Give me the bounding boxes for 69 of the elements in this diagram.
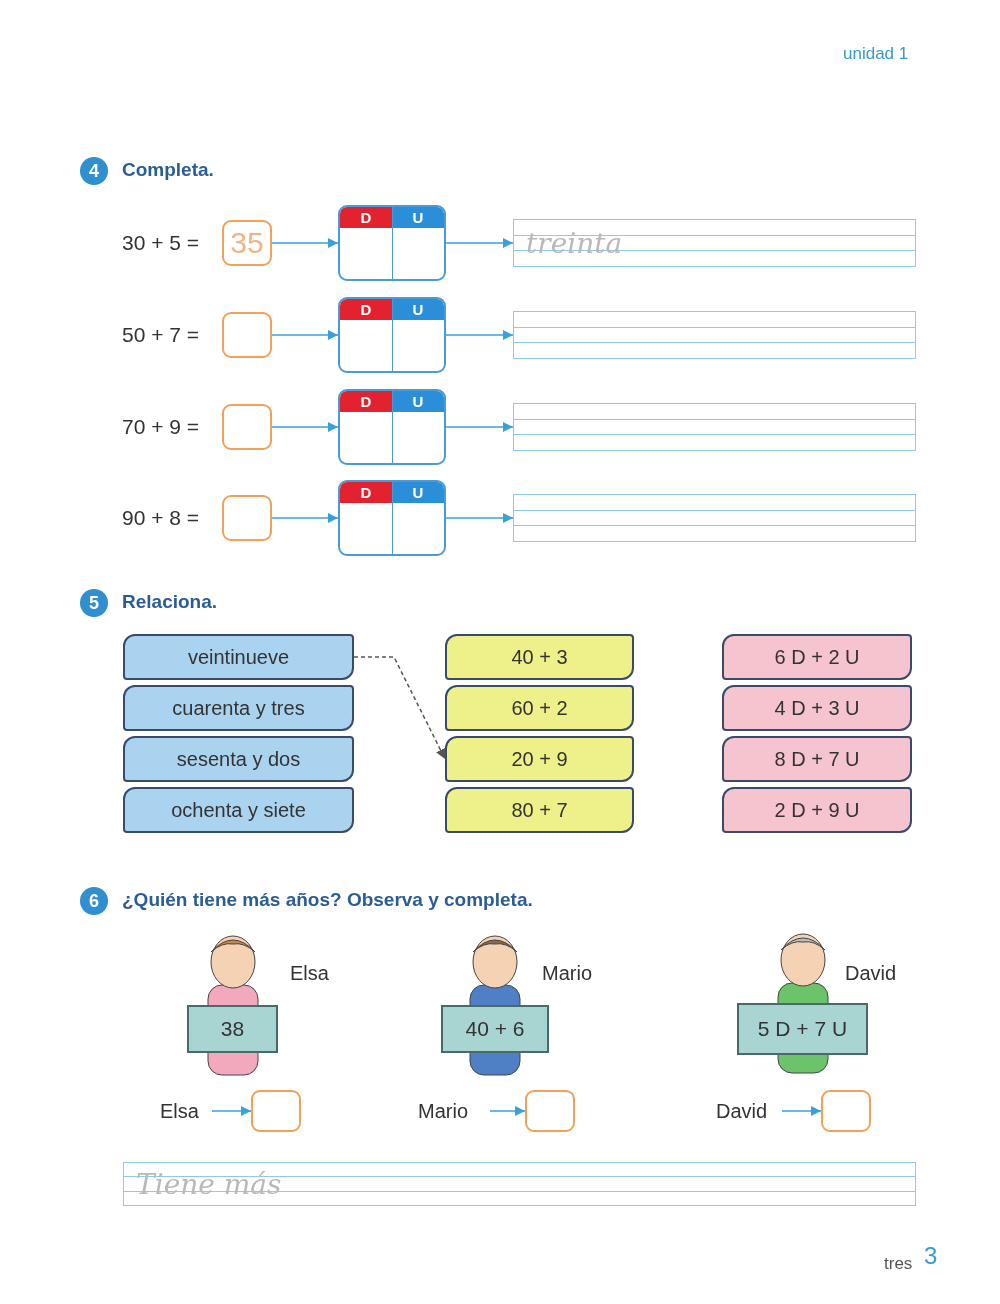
column-header: D — [340, 207, 392, 228]
arrow — [271, 422, 339, 432]
ribbon-label: ochenta y siete — [123, 787, 354, 833]
writing-lines — [513, 311, 916, 359]
instruction: ¿Quién tiene más años? Observa y completa. — [122, 889, 533, 911]
ribbon-label: 60 + 2 — [445, 685, 634, 731]
dashed-arrow — [353, 656, 446, 760]
ribbon-label: 6 D + 2 U — [722, 634, 912, 680]
page-header: unidad 1 — [843, 44, 909, 64]
arrow — [445, 330, 514, 340]
person-name: Elsa — [290, 962, 329, 985]
person-name: David — [845, 962, 897, 985]
answer-box — [222, 404, 272, 450]
sign-card: 40 + 6 — [441, 1005, 549, 1053]
column-header: U — [392, 482, 444, 503]
arrow — [781, 1106, 822, 1116]
person-name: David — [716, 1096, 782, 1126]
column-header: D — [340, 482, 392, 503]
equation: 50 + 7 = — [122, 323, 200, 347]
column-header: U — [392, 299, 444, 320]
equation: 70 + 9 = — [122, 415, 200, 439]
column-header: D — [340, 299, 392, 320]
ribbon-label: cuarenta y tres — [123, 685, 354, 731]
step-number: 4 — [80, 157, 108, 185]
arrow — [271, 238, 339, 248]
arrow — [211, 1106, 252, 1116]
column-header: U — [392, 207, 444, 228]
page-footer: tres — [884, 1254, 913, 1274]
answer-box — [222, 495, 272, 541]
place-value-table — [338, 480, 446, 556]
ribbon-label: 4 D + 3 U — [722, 685, 912, 731]
ribbon-label: 80 + 7 — [445, 787, 634, 833]
equation: 90 + 8 = — [122, 506, 200, 530]
place-value-table — [338, 389, 446, 465]
person-name: Elsa — [160, 1096, 212, 1126]
arrow — [445, 422, 514, 432]
sign-card: 38 — [187, 1005, 278, 1053]
writing-lines — [513, 403, 916, 451]
ribbon-label: sesenta y dos — [123, 736, 354, 782]
ribbon-label: 8 D + 7 U — [722, 736, 912, 782]
column-header: U — [392, 391, 444, 412]
arrow — [271, 330, 339, 340]
place-value-table — [338, 205, 446, 281]
answer-box — [251, 1090, 301, 1132]
sign-card: 5 D + 7 U — [737, 1003, 868, 1055]
answer-box: 35 — [222, 220, 272, 266]
ribbon-label: 40 + 3 — [445, 634, 634, 680]
answer-box — [821, 1090, 871, 1132]
person-name: Mario — [542, 962, 592, 985]
equation: 30 + 5 = — [122, 231, 200, 255]
instruction: Completa. — [122, 159, 214, 181]
page-number: 3 — [924, 1242, 938, 1270]
writing-lines — [123, 1162, 916, 1206]
arrow — [445, 513, 514, 523]
ribbon-label: veintinueve — [123, 634, 354, 680]
arrow — [489, 1106, 526, 1116]
arrow — [445, 238, 514, 248]
ribbon-label: 2 D + 9 U — [722, 787, 912, 833]
place-value-table — [338, 297, 446, 373]
answer-box — [222, 312, 272, 358]
column-header: D — [340, 391, 392, 412]
step-number: 5 — [80, 589, 108, 617]
step-number: 6 — [80, 887, 108, 915]
answer-box — [525, 1090, 575, 1132]
instruction: Relaciona. — [122, 591, 218, 613]
writing-lines — [513, 494, 916, 542]
person-name: Mario — [418, 1096, 490, 1126]
ribbon-label: 20 + 9 — [445, 736, 634, 782]
arrow — [271, 513, 339, 523]
